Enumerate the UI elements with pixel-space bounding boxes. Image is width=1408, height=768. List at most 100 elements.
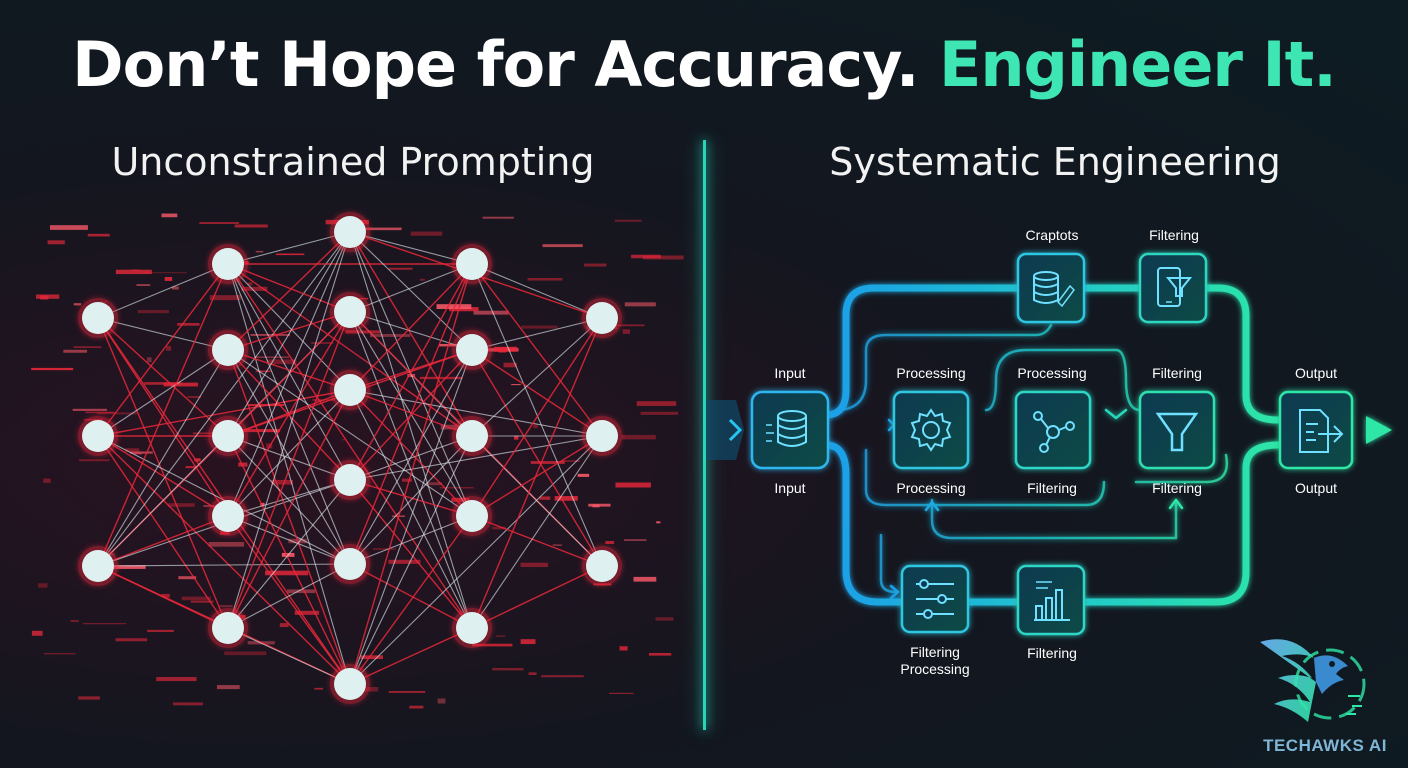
network-edge — [349, 389, 473, 629]
network-edge — [471, 349, 603, 437]
hawk-logo-icon — [1260, 639, 1366, 722]
glitch-bar — [530, 461, 565, 464]
glitch-bar — [224, 651, 267, 656]
glitch-bar — [181, 596, 211, 601]
network-edge — [97, 349, 229, 567]
mid-node-1 — [892, 390, 970, 470]
glitch-bar — [137, 310, 169, 314]
flow-lower-outer — [822, 441, 1282, 606]
glitch-bar — [345, 330, 381, 334]
glitch-bar — [514, 435, 519, 440]
glitch-bar — [656, 521, 661, 524]
glitch-bar — [130, 451, 153, 454]
database-edit-icon — [1033, 271, 1075, 308]
glitch-bar — [185, 466, 196, 469]
network-edge — [97, 435, 229, 629]
network-edge — [227, 479, 351, 629]
glitch-bar — [247, 282, 253, 286]
network-node — [334, 668, 366, 700]
glitch-bar — [177, 323, 200, 326]
entry-arrow — [706, 400, 744, 460]
glitch-bar — [588, 503, 611, 507]
brand-name: TECHAWKS AI — [1263, 736, 1387, 755]
glitch-bar — [419, 376, 463, 380]
network-edge — [349, 563, 473, 629]
glitch-bar — [267, 359, 297, 365]
network-node — [212, 612, 244, 644]
glitch-bar — [561, 460, 580, 462]
network-node — [82, 550, 114, 582]
network-node — [212, 334, 244, 366]
network-edge — [349, 515, 473, 565]
glitch-bar — [503, 362, 517, 368]
network-edge — [349, 515, 473, 685]
glitch-bar — [533, 424, 538, 429]
network-edge — [349, 627, 473, 685]
network-edge — [349, 349, 473, 685]
glitch-bar — [63, 349, 88, 353]
network-edge — [97, 317, 229, 629]
glitch-bar — [73, 303, 82, 306]
network-edge — [97, 389, 351, 437]
network-node — [586, 550, 618, 582]
glitch-bar — [419, 278, 425, 281]
flow-inner-rails — [834, 323, 1229, 594]
glitch-bar — [314, 687, 324, 690]
network-edge — [227, 263, 473, 437]
label-bottom-node-1-line-2: Processing — [900, 661, 969, 677]
network-edge — [227, 389, 351, 629]
network-edge — [227, 349, 351, 685]
network-node — [456, 248, 488, 280]
glitch-bar — [577, 473, 590, 477]
network-edge — [227, 435, 351, 565]
document-export-icon — [1299, 409, 1344, 453]
glitch-bar — [237, 429, 281, 433]
top-node-2 — [1138, 252, 1208, 324]
glitch-bar — [621, 434, 656, 440]
glitch-bar — [279, 623, 289, 628]
network-edge — [227, 349, 351, 391]
network-node — [586, 302, 618, 334]
glitch-bar — [254, 356, 290, 358]
network-edge — [349, 231, 473, 629]
glitch-bar — [615, 482, 651, 488]
glitch-bar — [633, 576, 657, 582]
network-edge — [227, 311, 351, 351]
glitch-bar — [208, 541, 245, 547]
network-edge — [227, 263, 351, 481]
flow-upper-outer — [822, 284, 1282, 424]
network-edge — [471, 263, 603, 437]
database-icon — [766, 410, 807, 447]
left-panel-title: Unconstrained Prompting — [111, 140, 595, 184]
glitch-bar — [47, 240, 65, 245]
glitch-bar — [144, 382, 182, 385]
glitch-bar — [410, 231, 443, 236]
network-edge — [97, 515, 229, 567]
network-edge — [227, 311, 351, 517]
glitch-bar — [49, 225, 88, 230]
headline-part-1: Don’t Hope for Accuracy. — [72, 28, 919, 101]
glitch-bar — [171, 286, 179, 290]
glitch-bar — [648, 652, 672, 656]
glitch-bar — [619, 646, 628, 651]
network-edge — [349, 263, 473, 685]
network-edge — [227, 349, 351, 565]
glitch-bar — [584, 263, 607, 267]
input-node — [750, 390, 830, 470]
glitch-bar — [287, 589, 316, 594]
glitch-bar — [178, 576, 197, 580]
network-edge — [471, 435, 603, 629]
network-edge — [97, 263, 229, 567]
network-edge — [349, 479, 473, 517]
network-edge — [227, 231, 351, 629]
glitch-bar — [409, 705, 424, 709]
phone-funnel-icon — [1157, 267, 1193, 307]
network-edge — [227, 231, 351, 517]
glitch-bar — [359, 227, 402, 231]
glitch-bar — [369, 333, 411, 337]
label-top-node-1: Craptots — [1026, 227, 1079, 243]
network-edge — [349, 231, 473, 437]
network-edge — [227, 435, 351, 481]
label-top-node-2: Filtering — [1149, 227, 1199, 243]
